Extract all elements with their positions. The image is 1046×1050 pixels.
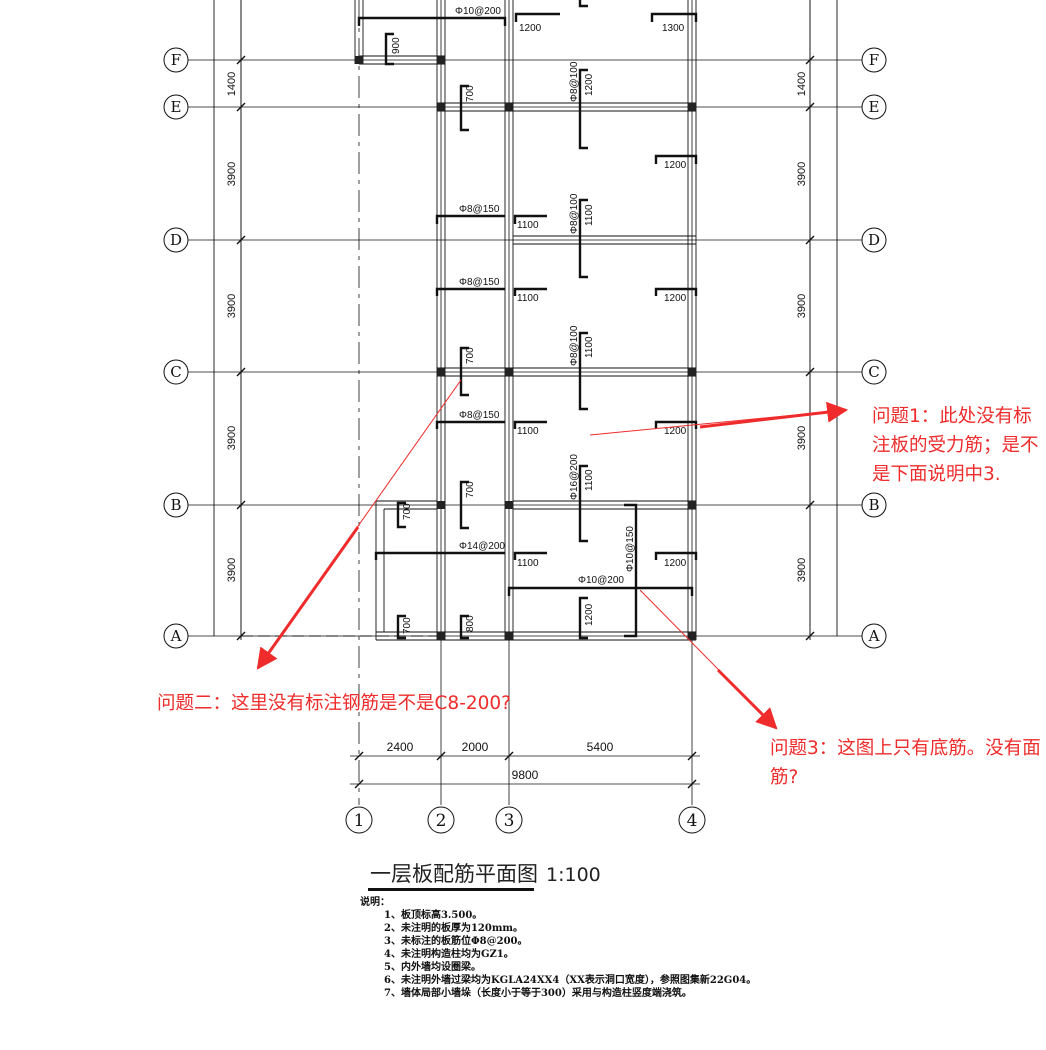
rebar-label-cd-left: Φ8@150: [459, 277, 500, 288]
annotation-question-2: 问题二：这里没有标注钢筋是不是C8-200?: [157, 693, 511, 714]
annotation-question-1: 问题1：此处没有标注板的受力筋；是不是下面说明中3.: [872, 406, 1039, 485]
annotation-arrows: [256, 379, 849, 730]
note-line: 1、板顶标高3.500。: [384, 910, 483, 921]
axis-label-B-left: B: [170, 496, 181, 514]
annotation-question-3: 问题3：这图上只有底筋。没有面筋?: [770, 738, 1041, 788]
bottom-dimensions: [350, 751, 700, 789]
axis-bubbles: F F E E D D C C B B A A 1 2 3 4: [163, 47, 887, 834]
axis-label-2: 2: [436, 811, 447, 831]
dim-right-3900-bc: 3900: [796, 426, 808, 450]
dim-bottom-9800: 9800: [512, 768, 539, 782]
rebar-label-ef: Φ8@100: [569, 61, 580, 102]
rebar-label-bc-left: Φ8@150: [459, 410, 500, 421]
axis-label-1: 1: [354, 811, 365, 831]
axis-label-D-left: D: [170, 231, 182, 249]
dim-left-3900-de: 3900: [226, 162, 238, 186]
axis-label-A-left: A: [170, 627, 182, 645]
bar-length: 800: [465, 615, 476, 632]
bar-length: 1200: [664, 160, 687, 171]
dim-right-1400: 1400: [796, 72, 808, 96]
dim-bottom-2400: 2400: [387, 740, 414, 754]
bar-length: 700: [465, 347, 476, 364]
axis-label-F-right: F: [869, 51, 879, 69]
dim-bottom-2000: 2000: [462, 740, 489, 754]
rebar-label-ab-vertical: Φ10@150: [625, 526, 636, 572]
bar-length: 1200: [664, 426, 687, 437]
notes-block: 说明： 1、板顶标高3.500。 2、未注明的板厚为120mm。 3、未标注的板…: [360, 896, 756, 1000]
note-line: 6、未注明外墙过梁均为KGLA24XX4（XX表示洞口宽度），参照图集新22G0…: [384, 975, 757, 986]
bar-length: 1200: [584, 73, 595, 96]
dim-left-3900-ab: 3900: [226, 558, 238, 582]
dim-left-1400: 1400: [226, 72, 238, 96]
dim-left-3900-bc: 3900: [226, 426, 238, 450]
bar-length: 900: [391, 37, 402, 54]
bar-length: 700: [402, 617, 413, 634]
axis-label-D-right: D: [868, 231, 880, 249]
bar-length: 1100: [584, 469, 595, 491]
arrow-q3-thick: [716, 668, 778, 730]
title-underline: [368, 888, 534, 891]
axis-label-F-left: F: [171, 51, 181, 69]
arrow-q1-thick: [699, 401, 849, 429]
note-line: 3、未标注的板筋位Φ8@200。: [384, 936, 528, 947]
bar-length: 1100: [517, 293, 539, 304]
rebar-label-ab-horizontal: Φ10@200: [578, 575, 624, 586]
axis-label-4: 4: [687, 811, 698, 831]
bar-length: 1200: [664, 293, 687, 304]
notes-heading: 说明：: [360, 897, 390, 908]
drawing-title: 一层板配筋平面图 1:100: [370, 858, 601, 888]
floor-slab-rebar-plan: F F E E D D C C B B A A 1 2 3 4 1400 390…: [163, 0, 887, 834]
rebar-label-cd-right: Φ8@100: [569, 325, 580, 366]
dim-bottom-5400: 5400: [587, 740, 614, 754]
axis-label-A-right: A: [868, 627, 880, 645]
bar-length: 1100: [584, 336, 595, 358]
bar-length: 1100: [517, 558, 539, 569]
bar-length: 1100: [517, 220, 539, 231]
axis-label-E-left: E: [171, 98, 182, 116]
bar-length: 1200: [519, 23, 542, 34]
axis-label-B-right: B: [868, 496, 879, 514]
rebar-label-top: Φ10@200: [455, 6, 501, 17]
dim-left-3900-cd: 3900: [226, 294, 238, 318]
rebar-label-ab-left: Φ14@200: [459, 541, 505, 552]
walls: [213, 0, 838, 641]
columns: [355, 56, 696, 640]
bar-length: 1200: [584, 603, 595, 626]
axis-label-C-left: C: [170, 363, 181, 381]
drawing-scale: 1:100: [546, 864, 601, 886]
dim-right-3900-ab: 3900: [796, 558, 808, 582]
bar-length: 700: [402, 503, 413, 520]
note-line: 7、墙体局部小墙垛（长度小于等于300）采用与构造柱竖度端浇筑。: [384, 988, 692, 999]
axis-label-C-right: C: [868, 363, 879, 381]
bar-length: 1100: [584, 204, 595, 226]
axis-label-3: 3: [504, 811, 515, 831]
rebar-label-bc-right: Φ16@200: [569, 454, 580, 500]
rebar-bars: [357, 0, 698, 640]
dim-right-3900-cd: 3900: [796, 294, 808, 318]
bar-length: 1200: [664, 558, 687, 569]
axis-label-E-right: E: [869, 98, 880, 116]
note-line: 5、内外墙均设圈梁。: [384, 962, 481, 973]
grid-lines: [188, 0, 862, 805]
note-line: 2、未注明的板厚为120mm。: [384, 923, 523, 934]
side-dimensions: [236, 0, 815, 641]
bar-length: 700: [465, 481, 476, 498]
bar-length: 700: [465, 85, 476, 102]
bar-length: 1300: [662, 23, 685, 34]
bar-length: 1100: [517, 426, 539, 437]
note-line: 4、未注明构造柱均为GZ1。: [384, 949, 514, 960]
rebar-label-de-left: Φ8@150: [459, 204, 500, 215]
rebar-label-de-right: Φ8@100: [569, 193, 580, 234]
arrow-q2-thick: [256, 526, 360, 670]
dim-right-3900-de: 3900: [796, 162, 808, 186]
drawing-title-text: 一层板配筋平面图: [370, 862, 538, 886]
